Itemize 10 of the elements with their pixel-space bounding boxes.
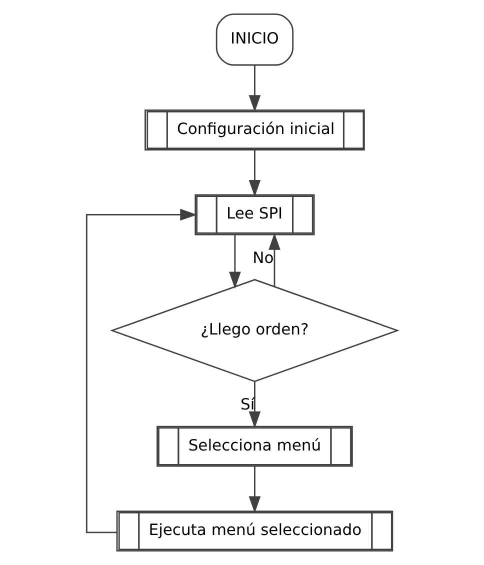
node-box: INICIO [216, 13, 294, 66]
arrow [248, 65, 261, 112]
arrow [248, 150, 261, 197]
arrow [248, 466, 261, 514]
arrow [268, 232, 280, 286]
arrow [229, 234, 241, 289]
node-diamond: ¿Llego orden? [110, 278, 400, 382]
arrow [248, 382, 261, 428]
edge-label: No [252, 249, 274, 268]
arrow [86, 208, 198, 534]
